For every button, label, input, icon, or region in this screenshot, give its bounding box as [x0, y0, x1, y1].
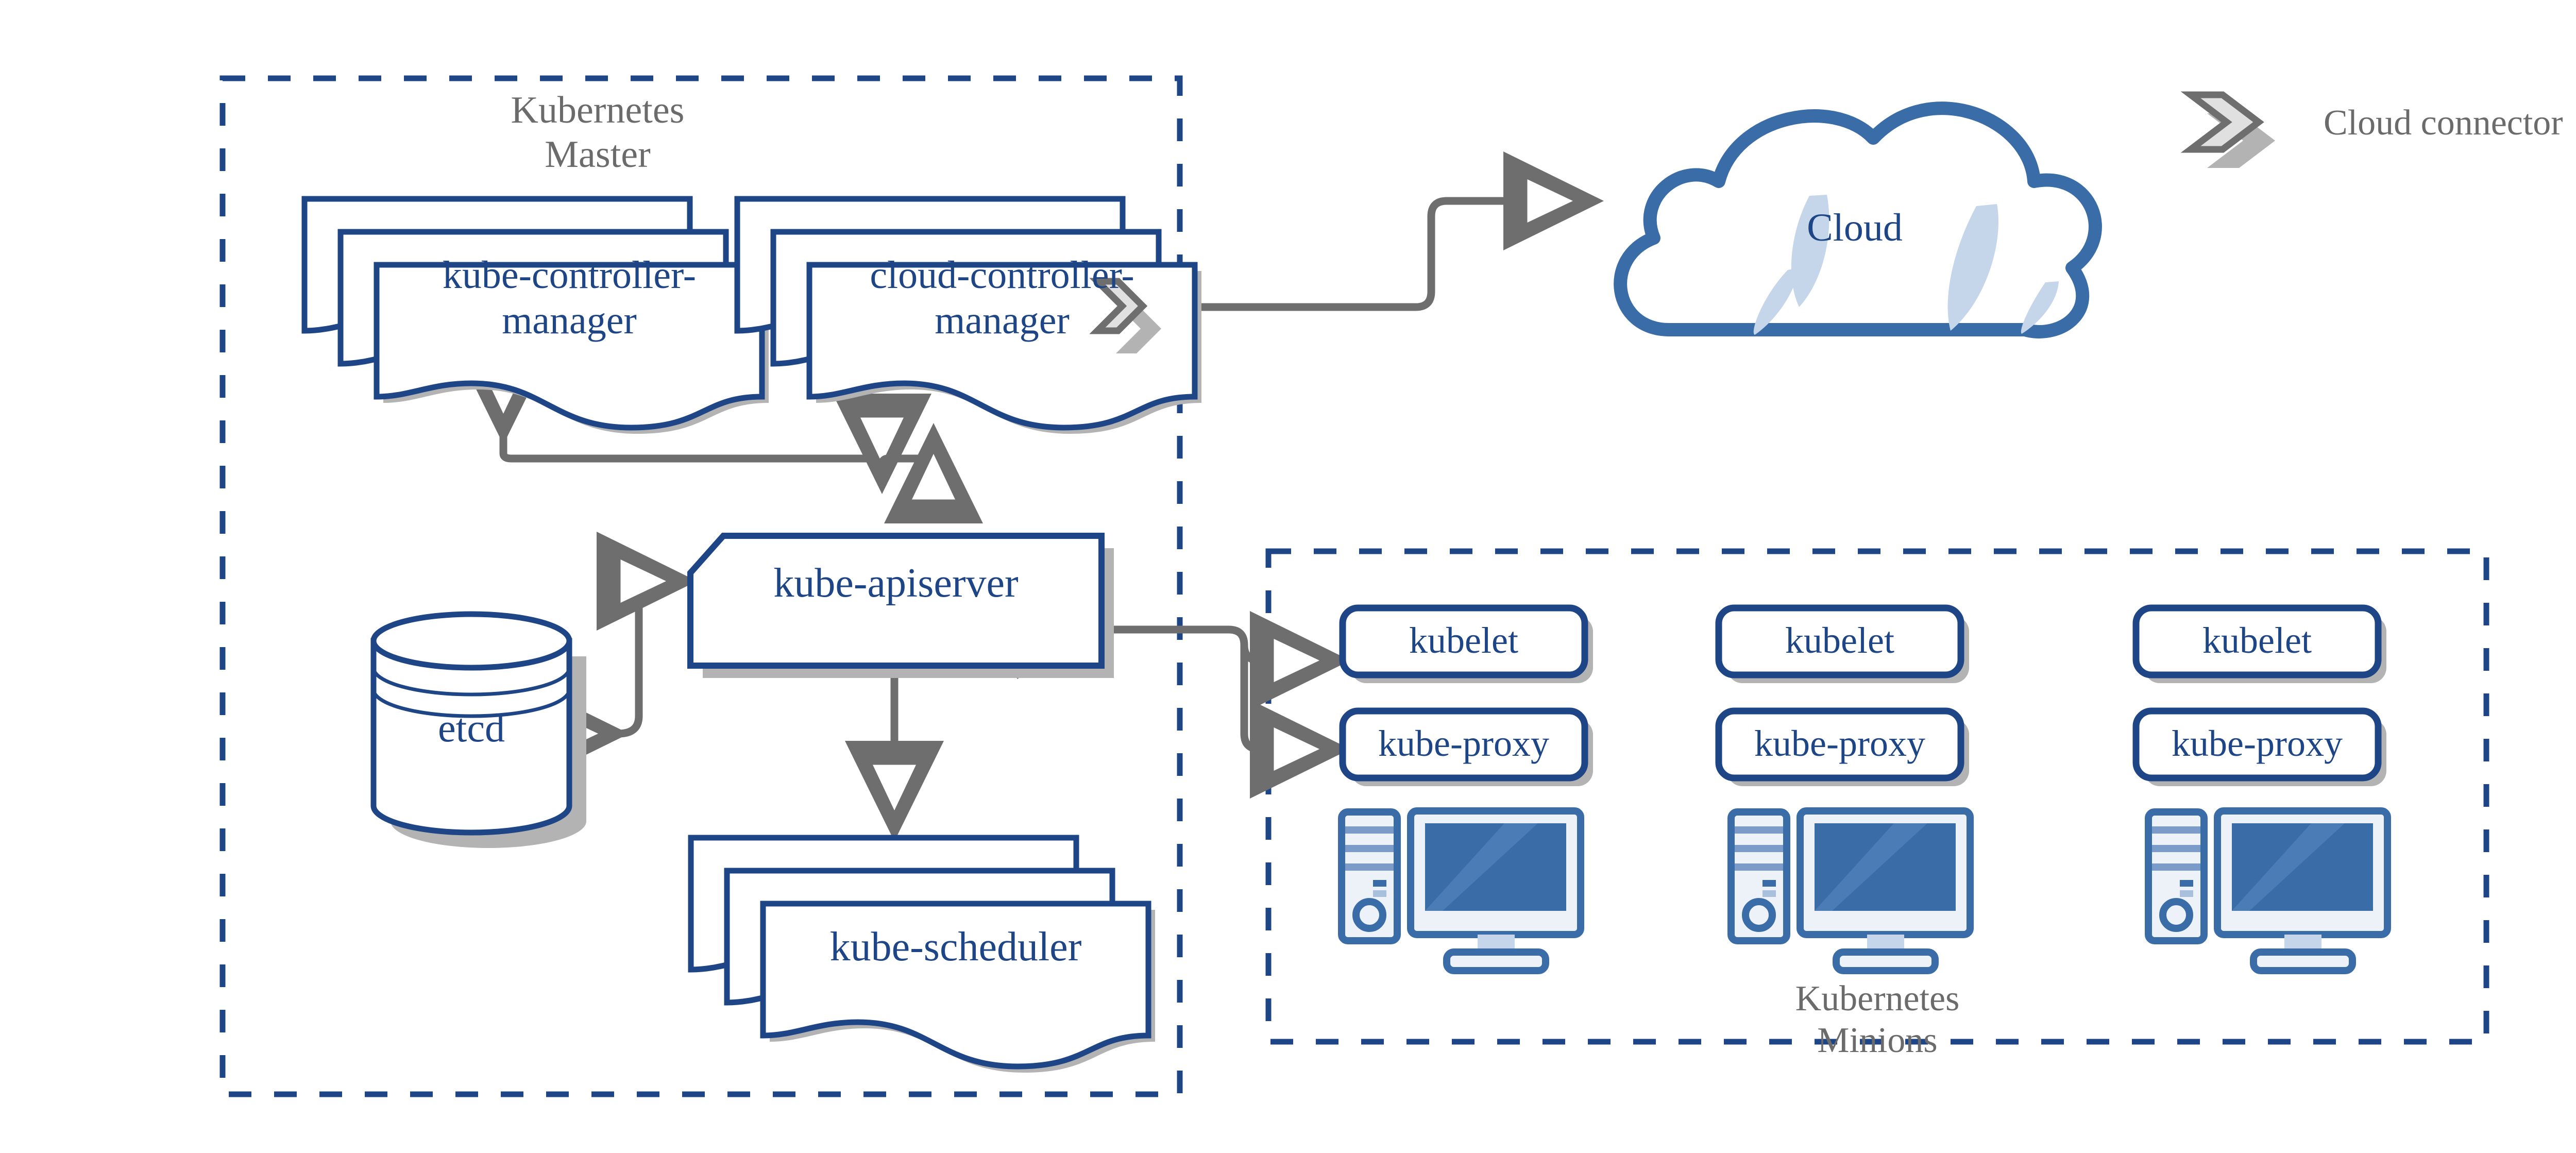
- minion-3-desktop-computer-icon: [2145, 807, 2391, 974]
- minion-3-kubeproxy-pill[interactable]: [2132, 707, 2386, 786]
- minion-node-1[interactable]: [1338, 604, 1593, 974]
- minion-2-kubeproxy-pill[interactable]: [1715, 707, 1969, 786]
- minion-node-2[interactable]: [1715, 604, 1974, 974]
- minion-1-kubeproxy-pill[interactable]: [1339, 707, 1593, 786]
- cloud-connector-icon: [1089, 278, 1161, 353]
- connector-cloudmanager-to-cloud: [1132, 151, 1604, 311]
- node-cloud[interactable]: [1614, 101, 2102, 338]
- minion-1-kubelet-pill[interactable]: [1339, 604, 1593, 683]
- node-kube-apiserver[interactable]: [687, 533, 1114, 678]
- minion-node-3[interactable]: [2132, 604, 2391, 974]
- node-etcd[interactable]: [370, 611, 586, 848]
- legend-chevron-icon: [2180, 91, 2275, 168]
- node-kube-scheduler[interactable]: [691, 838, 1155, 1073]
- minion-1-desktop-computer-icon: [1338, 807, 1584, 974]
- connector-controllers-to-apiserver: [454, 344, 983, 524]
- node-kube-controller-manager[interactable]: [304, 199, 769, 434]
- minion-2-kubelet-pill[interactable]: [1715, 604, 1969, 683]
- minion-2-desktop-computer-icon: [1727, 807, 1974, 974]
- node-cloud-controller-manager[interactable]: [737, 199, 1201, 434]
- minions-group-border: [1265, 548, 2489, 1045]
- connector-etcd-apiserver: [528, 532, 697, 784]
- connector-apiserver-minions: [1016, 580, 1350, 799]
- minion-3-kubelet-pill[interactable]: [2132, 604, 2386, 683]
